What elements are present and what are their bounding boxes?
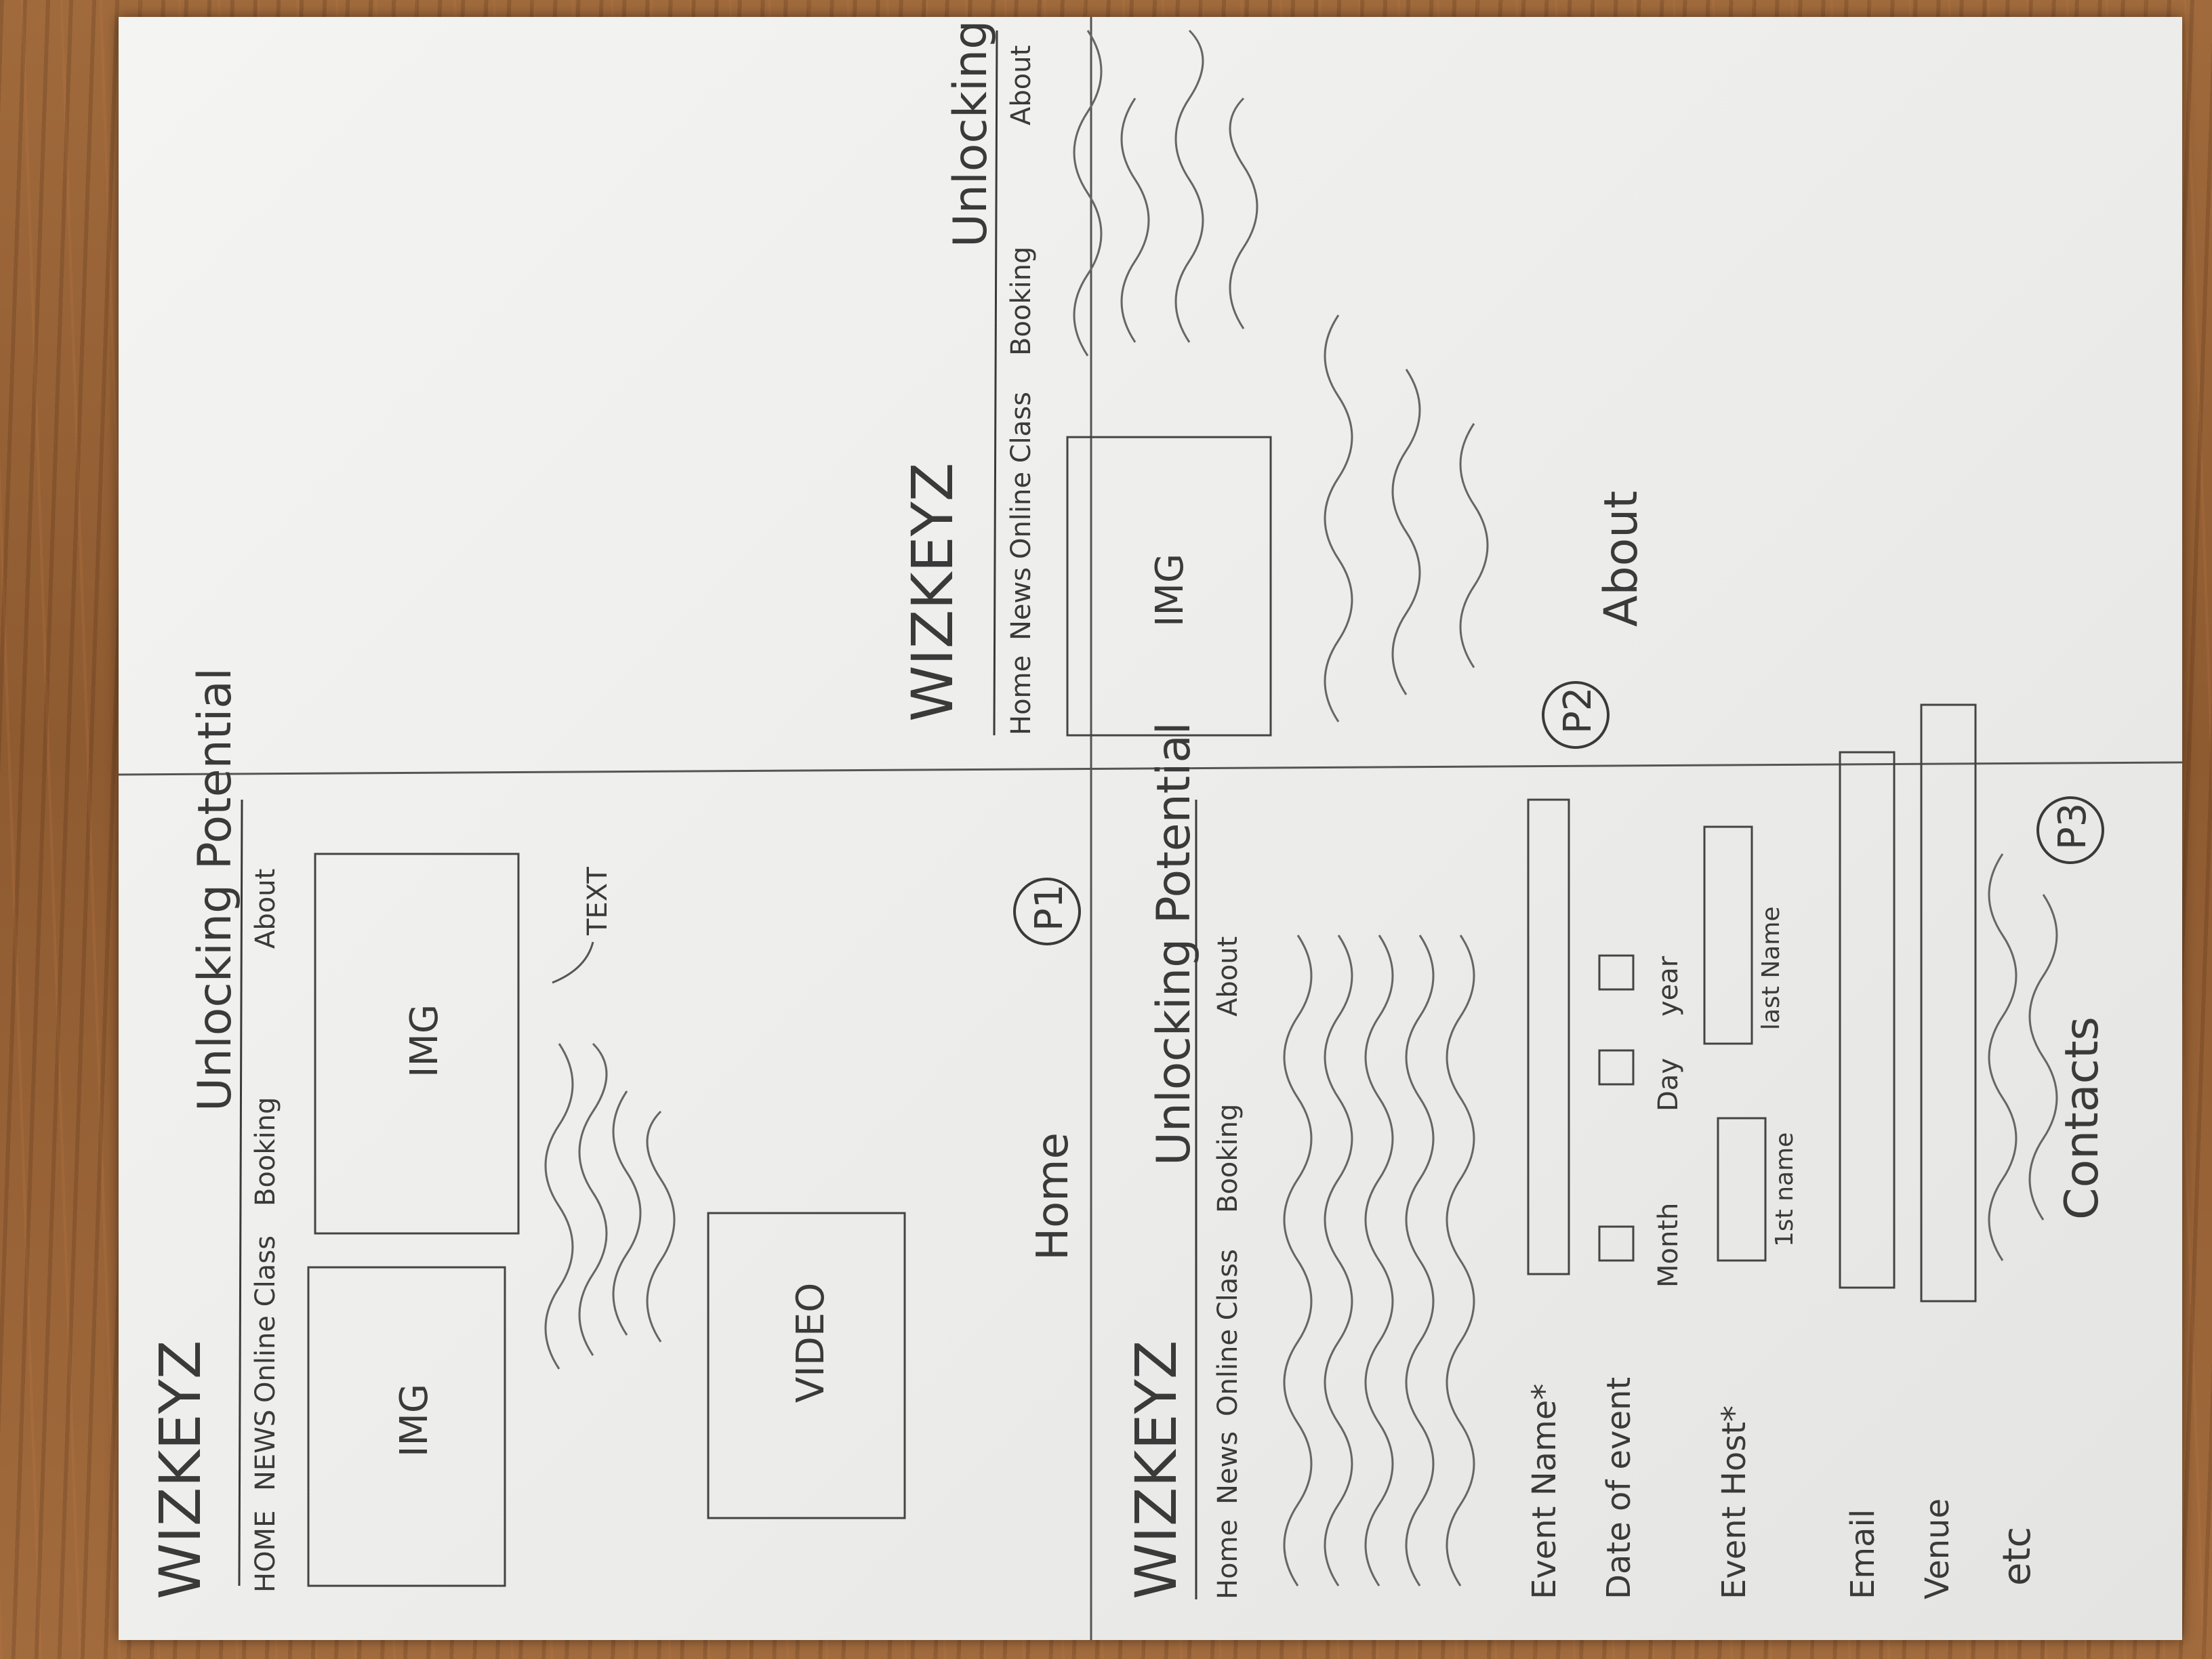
image-placeholder bbox=[1066, 436, 1272, 737]
logo: WIZKEYZ bbox=[147, 1340, 213, 1599]
year-label: year bbox=[1653, 956, 1684, 1017]
page-label: P3 bbox=[2051, 803, 2095, 850]
nav-bar: HOME NEWS Online Class Booking About bbox=[250, 869, 281, 1593]
date-of-event-label: Date of event bbox=[1600, 1377, 1638, 1599]
image-label: IMG bbox=[1148, 554, 1192, 627]
logo: WIZKEYZ bbox=[1123, 1340, 1189, 1599]
month-box[interactable] bbox=[1598, 1225, 1635, 1262]
nav-item-online-class[interactable]: Online Class bbox=[1006, 392, 1037, 559]
month-label: Month bbox=[1653, 1203, 1684, 1288]
page-label: P1 bbox=[1027, 884, 1071, 931]
nav-item-booking[interactable]: Booking bbox=[1212, 1104, 1244, 1213]
text-squiggles bbox=[544, 1042, 676, 1370]
first-name-label: 1st name bbox=[1771, 1132, 1799, 1247]
image-2-label: IMG bbox=[403, 1004, 447, 1078]
nav-item-news[interactable]: News bbox=[1212, 1431, 1244, 1504]
tagline: Unlocking Potential bbox=[1147, 722, 1201, 1166]
etc-label: etc bbox=[1995, 1527, 2039, 1586]
page-badge bbox=[1542, 681, 1610, 749]
image-placeholder-2 bbox=[314, 853, 520, 1235]
booking-form: Event Name* Date of event Month Day year… bbox=[1525, 703, 2039, 1599]
wireframe-sketches: WIZKEYZ Unlocking Potential HOME NEWS On… bbox=[119, 17, 2182, 1640]
logo: WIZKEYZ bbox=[899, 463, 966, 722]
year-box[interactable] bbox=[1598, 954, 1635, 991]
page-name: About bbox=[1595, 491, 1648, 627]
text-squiggles bbox=[1283, 935, 1475, 1586]
venue-label: Venue bbox=[1919, 1498, 1957, 1599]
nav-item-booking[interactable]: Booking bbox=[1006, 247, 1037, 356]
nav-item-about[interactable]: About bbox=[1212, 937, 1244, 1017]
text-squiggles bbox=[1073, 29, 1489, 722]
header-rule bbox=[993, 30, 998, 736]
page-name: Home bbox=[1028, 1132, 1078, 1261]
sketch-contacts: WIZKEYZ Unlocking Potential Home News On… bbox=[1123, 703, 2109, 1599]
nav-item-about[interactable]: About bbox=[1006, 45, 1037, 125]
tagline: Unlocking Potential bbox=[188, 668, 242, 1111]
header-rule bbox=[238, 799, 243, 1586]
nav-item-home[interactable]: Home bbox=[1212, 1519, 1244, 1599]
day-label: Day bbox=[1653, 1058, 1684, 1111]
event-name-label: Event Name* bbox=[1525, 1384, 1563, 1599]
text-annotation: TEXT bbox=[582, 867, 613, 936]
event-name-input[interactable] bbox=[1527, 798, 1570, 1275]
image-placeholder-1 bbox=[307, 1266, 506, 1587]
nav-bar: Home News Online Class Booking About bbox=[1006, 45, 1037, 735]
sketch-home: WIZKEYZ Unlocking Potential HOME NEWS On… bbox=[147, 668, 1081, 1599]
page-name: Contacts bbox=[2055, 1017, 2109, 1220]
page-badge bbox=[1013, 878, 1081, 945]
day-box[interactable] bbox=[1598, 1049, 1635, 1086]
nav-item-booking[interactable]: Booking bbox=[250, 1097, 281, 1206]
nav-item-online-class[interactable]: Online Class bbox=[1212, 1249, 1244, 1416]
quadrant-dividers bbox=[119, 17, 2182, 1640]
tagline: Unlocking Po... bbox=[944, 17, 998, 247]
email-input[interactable] bbox=[1839, 751, 1896, 1289]
image-1-label: IMG bbox=[392, 1384, 436, 1457]
last-name-label: last Name bbox=[1757, 906, 1785, 1030]
nav-item-about[interactable]: About bbox=[250, 869, 281, 949]
page-label: P2 bbox=[1556, 687, 1600, 734]
first-name-input[interactable] bbox=[1717, 1117, 1767, 1262]
sketch-about: WIZKEYZ Unlocking Po... Home News Online… bbox=[899, 17, 1648, 749]
venue-input[interactable] bbox=[1920, 703, 1977, 1303]
annotation-arrow bbox=[552, 941, 594, 984]
nav-item-home[interactable]: Home bbox=[1006, 655, 1037, 735]
sketch-paper: WIZKEYZ Unlocking Potential HOME NEWS On… bbox=[119, 17, 2182, 1640]
email-label: Email bbox=[1844, 1509, 1882, 1599]
nav-item-news[interactable]: NEWS bbox=[250, 1410, 281, 1491]
page-badge bbox=[2036, 796, 2104, 864]
nav-item-online-class[interactable]: Online Class bbox=[250, 1235, 281, 1403]
event-host-label: Event Host* bbox=[1715, 1406, 1753, 1599]
nav-item-news[interactable]: News bbox=[1006, 567, 1037, 640]
nav-item-home[interactable]: HOME bbox=[250, 1511, 281, 1593]
video-placeholder bbox=[707, 1212, 906, 1519]
video-label: VIDEO bbox=[789, 1283, 833, 1403]
nav-bar: Home News Online Class Booking About bbox=[1212, 937, 1244, 1599]
last-name-input[interactable] bbox=[1703, 825, 1753, 1045]
